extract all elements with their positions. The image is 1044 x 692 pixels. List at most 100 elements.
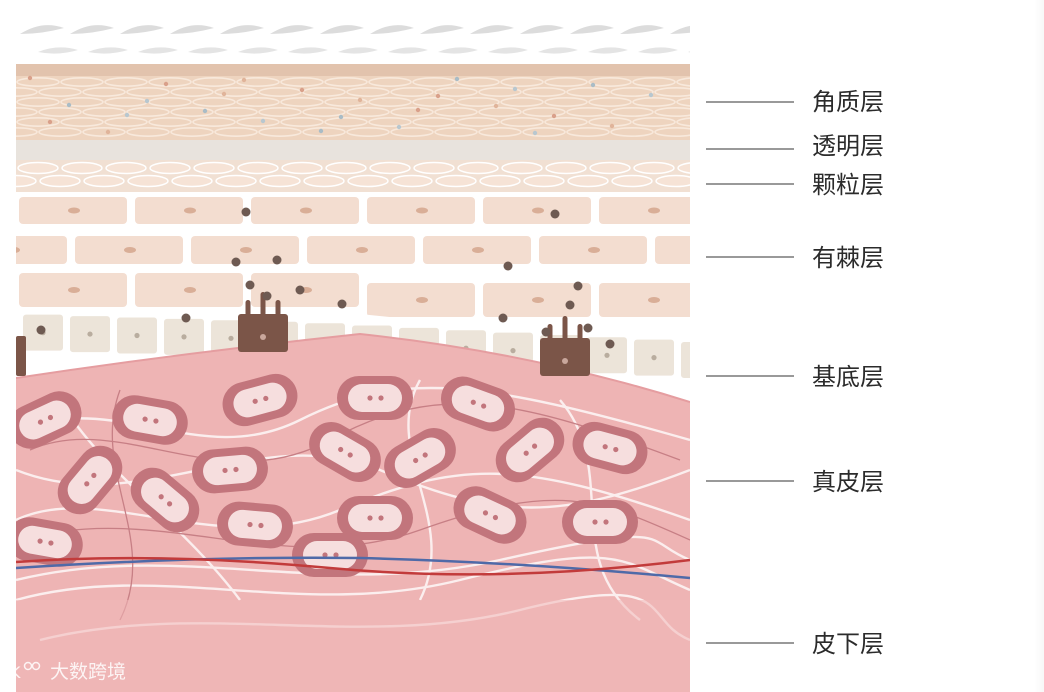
granular-cell (413, 161, 455, 175)
corneum-cell (148, 97, 192, 108)
cell-nucleus (47, 414, 54, 421)
cell-nucleus (492, 514, 499, 521)
cell-nucleus (124, 247, 136, 253)
cell-nucleus (87, 331, 93, 337)
corneum-granule (27, 75, 33, 81)
cell-nucleus (648, 297, 660, 303)
cell-nucleus (37, 538, 43, 544)
corneum-cell (632, 77, 676, 88)
cell-nucleus (91, 472, 97, 479)
melanin-granule (565, 300, 575, 310)
corneum-cell (346, 107, 390, 118)
granular-cell (17, 161, 59, 175)
cell-nucleus (481, 403, 487, 409)
corneum-granule (396, 124, 402, 130)
basal-cell (679, 340, 690, 380)
cell-nucleus (603, 519, 609, 525)
fibroblast-inner (67, 456, 113, 504)
fibroblast (453, 486, 527, 544)
flake (88, 47, 128, 54)
cell-nucleus (184, 207, 196, 214)
cell-nucleus (532, 297, 544, 303)
melanin-granule (583, 323, 593, 333)
corneum-granule (105, 129, 111, 135)
melanocytes (16, 292, 590, 376)
melanin-granule (231, 257, 241, 267)
granular-cell (149, 161, 191, 175)
flake (220, 25, 264, 34)
hypodermis-band (16, 600, 690, 692)
flake (120, 25, 164, 34)
granular-cell (83, 174, 125, 188)
cell-nucleus (367, 515, 373, 521)
fibroblast (192, 446, 268, 494)
cell-nucleus (378, 395, 384, 401)
label-stratum-basale: 基底层 (812, 363, 884, 391)
corneum-cell (566, 87, 610, 98)
corneum-cell (654, 87, 690, 97)
corneum-cell (104, 117, 148, 128)
flake (388, 47, 428, 54)
stratum-corneum-band (16, 64, 690, 140)
artery (16, 556, 690, 576)
cell-nucleus (704, 247, 716, 253)
corneum-cell (368, 117, 412, 128)
fibroblast-inner (451, 385, 505, 423)
corneum-cell (654, 107, 690, 117)
corneum-cell (368, 97, 412, 108)
flake (38, 47, 78, 54)
granular-cell (347, 174, 389, 188)
corneum-cell (236, 117, 280, 128)
corneum-cell (192, 97, 236, 108)
corneum-cell (500, 117, 544, 128)
corneum-cell (302, 107, 346, 118)
granular-cell (479, 174, 521, 188)
fibroblast-inner (233, 382, 287, 418)
corneum-cell (478, 87, 522, 98)
corneum-granule (590, 82, 596, 88)
cell-nucleus (510, 348, 516, 354)
granular-cell (259, 174, 301, 188)
dendrite (245, 300, 251, 316)
corneum-granule (551, 113, 557, 119)
spinous-cell (599, 283, 690, 317)
corneum-cell (434, 107, 478, 118)
flake (270, 25, 314, 34)
cell-nucleus (422, 452, 428, 458)
corneum-cell (126, 107, 170, 118)
label-stratum-lucidum: 透明层 (812, 132, 884, 160)
fibroblast (309, 422, 381, 482)
fibroblast-inner (394, 437, 446, 479)
fibroblast-inner (573, 508, 627, 536)
corneum-cell (170, 107, 214, 118)
corneum-cell (654, 127, 690, 137)
corneum-cell (346, 127, 390, 138)
brand-logo-icon: K (10, 661, 41, 682)
corneum-cell (38, 87, 82, 98)
flake (420, 25, 464, 34)
flake (138, 47, 178, 54)
flake (438, 47, 478, 54)
corneum-cell (302, 127, 346, 138)
corneum-cell (390, 107, 434, 118)
flake (688, 51, 690, 53)
fibroblast-inner (506, 427, 554, 473)
fibroblast-inner (203, 454, 257, 486)
fibroblast (337, 376, 413, 420)
granular-cell (545, 161, 587, 175)
corneum-cell (610, 107, 654, 118)
melanin-granule (241, 207, 251, 217)
corneum-cell (214, 87, 258, 98)
melanin-granule (272, 255, 282, 265)
melanin-granule (503, 261, 513, 271)
corneum-granule (318, 128, 324, 134)
corneum-cell (38, 127, 82, 138)
cell-nucleus (142, 416, 148, 422)
stratum-spinosum-band (16, 192, 716, 342)
granular-cell (303, 174, 345, 188)
corneum-cell (258, 107, 302, 118)
flake (670, 25, 690, 34)
corneum-cell (16, 87, 38, 97)
granular-cell (435, 174, 477, 188)
